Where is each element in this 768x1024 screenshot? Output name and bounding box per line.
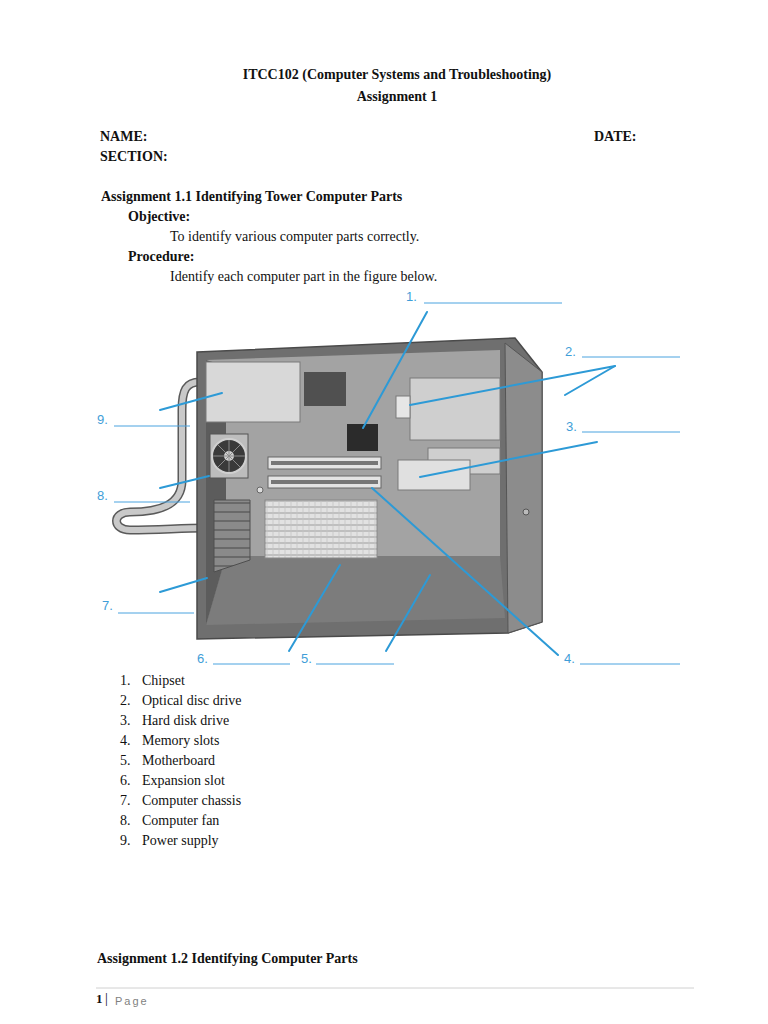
footer-rule [96,988,694,989]
callout-number: 3. [566,419,577,435]
body-text: Identify each computer part in the figur… [170,269,437,285]
assignment-heading: Assignment 1 [357,89,438,105]
slot-covers [214,500,250,572]
callout-number: 2. [565,344,576,360]
optical-drive-bay [410,378,500,440]
list-item: Expansion slot [142,773,225,789]
separator: | [105,991,108,1007]
list-number: 6. [120,773,131,789]
list-item: Chipset [142,673,185,689]
list-number: 7. [120,793,131,809]
subheading: Objective: [128,209,190,225]
expansion-slots [265,500,377,558]
power-supply [206,362,300,422]
list-item: Optical disc drive [142,693,242,709]
field-label: NAME: [100,129,147,145]
section-heading: Assignment 1.2 Identifying Computer Part… [97,951,358,967]
subheading: Procedure: [128,249,194,265]
callout-number: 6. [197,651,208,667]
field-label: SECTION: [100,149,168,165]
callout-underline [114,303,680,664]
callout-number: 5. [301,651,312,667]
list-item: Memory slots [142,733,219,749]
callout-number: 1. [406,289,417,305]
list-number: 9. [120,833,131,849]
body-text: To identify various computer parts corre… [170,229,419,245]
computer-fan [210,434,248,478]
list-item: Hard disk drive [142,713,229,729]
optical-drive [396,396,410,418]
list-item: Computer fan [142,813,219,829]
list-item: Computer chassis [142,793,241,809]
page-word: Page [115,993,149,1009]
list-number: 1. [120,673,131,689]
callout-number: 4. [564,651,575,667]
memory-slot [268,476,381,488]
page-number: 1 [96,991,103,1007]
callout-number: 9. [97,412,108,428]
list-number: 2. [120,693,131,709]
section-heading: Assignment 1.1 Identifying Tower Compute… [101,189,402,205]
page-title: ITCC102 (Computer Systems and Troublesho… [243,67,552,83]
list-number: 3. [120,713,131,729]
list-number: 8. [120,813,131,829]
power-cord [117,382,206,530]
list-item: Motherboard [142,753,215,769]
memory-slot [268,457,381,469]
field-label: DATE: [594,129,637,145]
list-number: 5. [120,753,131,769]
callout-number: 7. [102,598,113,614]
list-number: 4. [120,733,131,749]
leader-line [160,312,615,655]
list-item: Power supply [142,833,219,849]
callout-number: 8. [97,488,108,504]
